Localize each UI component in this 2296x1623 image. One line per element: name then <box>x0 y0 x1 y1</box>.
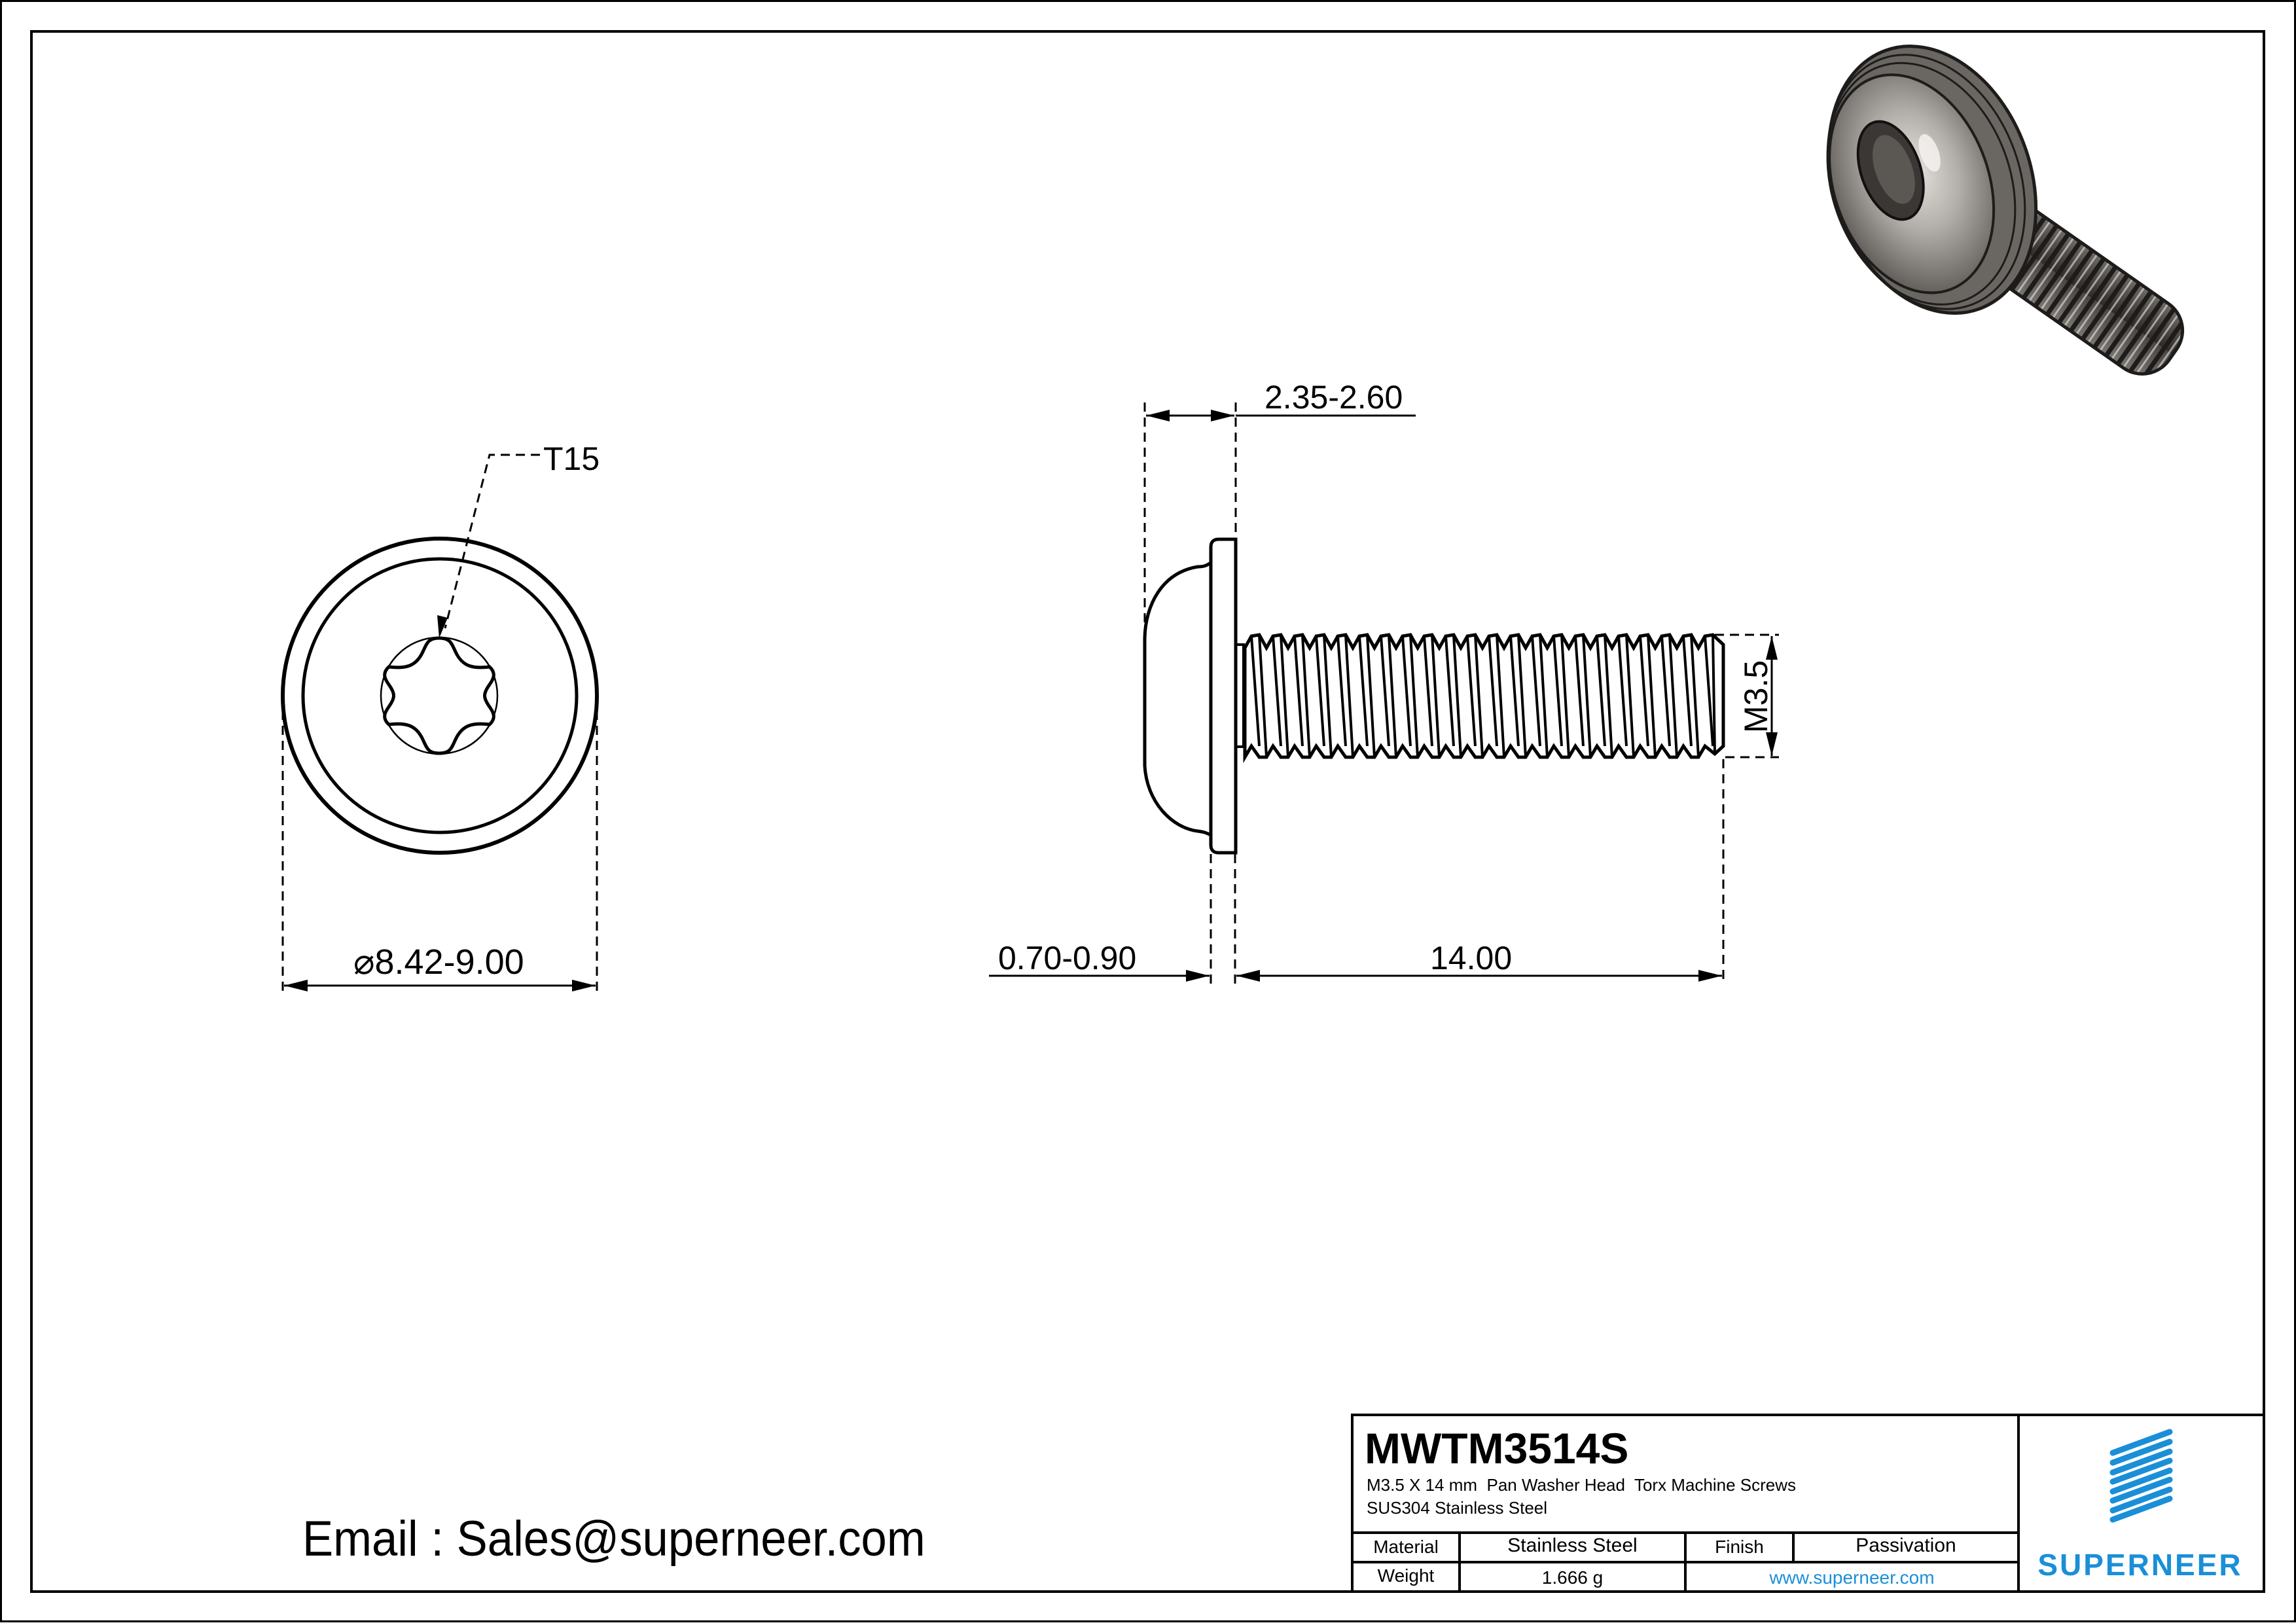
finish-value: Passivation <box>1856 1535 1956 1556</box>
finish-label: Finish <box>1715 1537 1764 1557</box>
torx-bound-circle <box>380 636 499 755</box>
title-block <box>1351 1414 2265 1593</box>
thread-size-label: M3.5 <box>1738 660 1774 733</box>
washer-flange <box>1209 537 1238 855</box>
leader-arrowhead <box>437 615 448 638</box>
head-outer-circle <box>281 537 599 855</box>
screw-head-dome <box>1143 561 1212 837</box>
side-view <box>989 402 1779 985</box>
description-line1: M3.5 X 14 mm Pan Washer Head Torx Machin… <box>1367 1475 1797 1495</box>
head-inner-circle <box>301 557 579 834</box>
logo-wordmark: SUPERNEER <box>2037 1548 2243 1582</box>
description-line2: SUS304 Stainless Steel <box>1367 1498 1548 1518</box>
material-value: Stainless Steel <box>1507 1535 1638 1556</box>
washer-thickness-label: 0.70-0.90 <box>998 940 1137 976</box>
weight-value: 1.666 g <box>1541 1567 1604 1588</box>
weight-label: Weight <box>1377 1565 1435 1586</box>
screw-3d-render <box>1826 45 2185 376</box>
t15-drive-label: T15 <box>543 440 600 477</box>
diameter-dimension-label: ⌀8.42-9.00 <box>353 944 524 980</box>
superneer-logo-icon <box>2109 1429 2173 1523</box>
front-view <box>281 454 599 995</box>
t15-leader-line <box>444 454 540 629</box>
head-height-label: 2.35-2.60 <box>1265 379 1403 416</box>
material-label: Material <box>1373 1537 1439 1557</box>
diameter-symbol-icon: ⌀ <box>353 942 375 982</box>
length-label: 14.00 <box>1430 940 1513 976</box>
email-contact: Email : Sales@superneer.com <box>302 1511 925 1567</box>
part-number: MWTM3514S <box>1365 1424 1629 1472</box>
diameter-value: 8.42-9.00 <box>374 942 524 982</box>
torx-recess-icon <box>383 636 495 755</box>
website-link[interactable]: www.superneer.com <box>1769 1567 1935 1588</box>
thread-helix-lines <box>1250 634 1716 758</box>
thread-body <box>1243 633 1725 764</box>
